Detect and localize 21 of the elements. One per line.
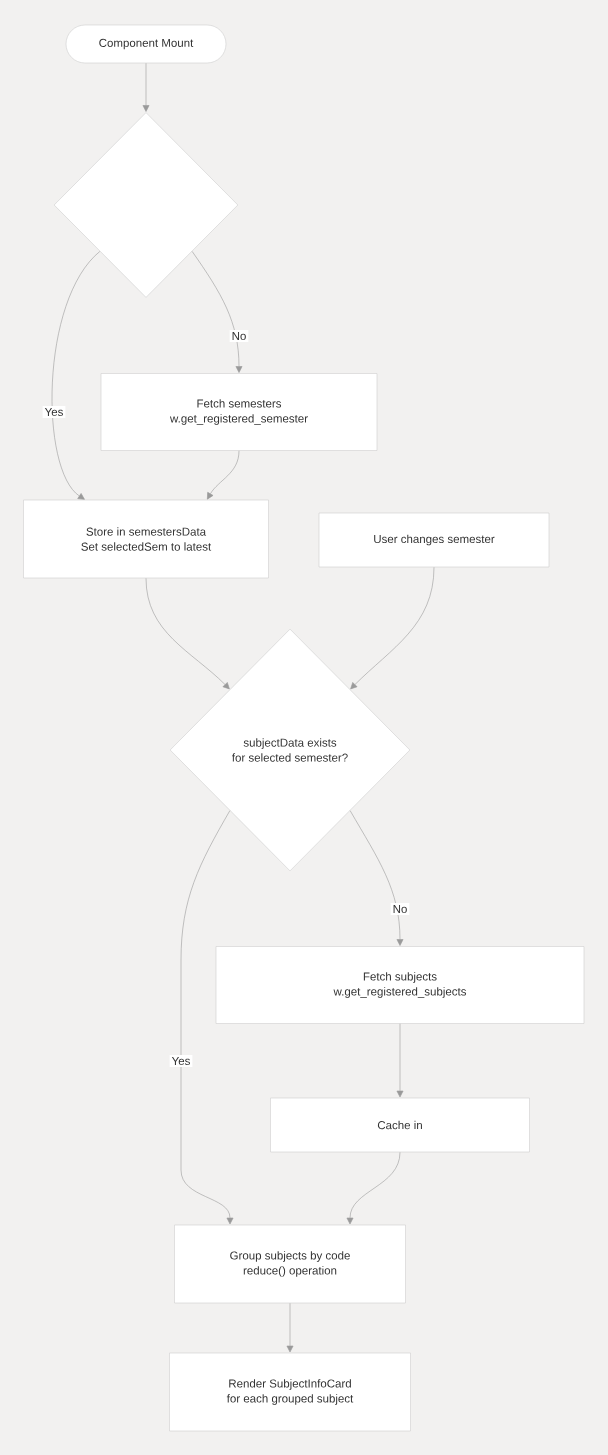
arrow xyxy=(145,578,230,690)
process-box: Store in semestersData Set selectedSem to latest xyxy=(23,499,269,579)
arrow xyxy=(396,1023,404,1098)
arrow xyxy=(51,251,101,500)
process-box: Fetch semesters w.get_registered_semester xyxy=(100,373,378,451)
process-box: Group subjects by code reduce() operation xyxy=(174,1224,406,1304)
arrow xyxy=(349,810,404,946)
decision-diamond xyxy=(53,112,239,298)
arrow xyxy=(207,450,240,500)
arrow xyxy=(350,567,435,690)
process-box: User changes semester xyxy=(318,512,550,568)
arrow xyxy=(191,251,243,373)
arrow xyxy=(286,1303,294,1353)
arrow xyxy=(142,63,150,112)
process-box: Fetch subjects w.get_registered_subjects xyxy=(215,946,585,1024)
process-box: Cache in xyxy=(270,1097,530,1153)
start-pill: Component Mount xyxy=(65,24,227,64)
edge-label: Yes xyxy=(169,1055,193,1067)
arrow xyxy=(346,1152,401,1225)
process-box: Render SubjectInfoCard for each grouped subject xyxy=(169,1352,411,1432)
arrow xyxy=(180,810,234,1225)
